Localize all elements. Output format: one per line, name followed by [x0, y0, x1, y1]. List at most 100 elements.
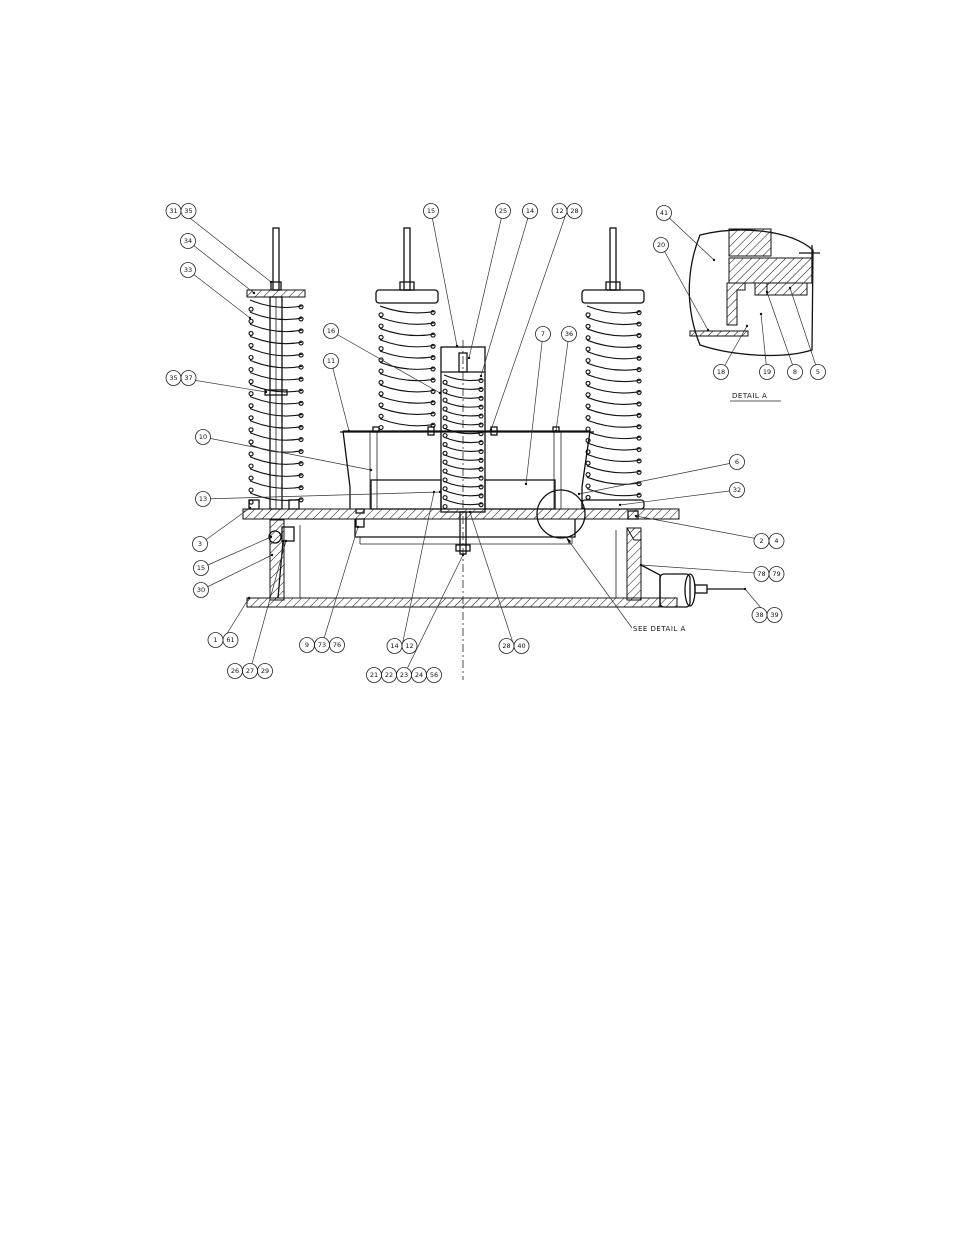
leader-line [620, 490, 737, 505]
balloon-number: 13 [199, 495, 207, 503]
balloon-number: 6 [735, 458, 739, 466]
leader-arrowhead [619, 504, 621, 506]
leader-line [188, 241, 254, 293]
balloon-number: 25 [499, 207, 507, 215]
balloon-number: 16 [327, 327, 335, 335]
leader-arrowhead [253, 292, 255, 294]
balloon-number: 7 [541, 330, 545, 338]
balloon-number: 78 [757, 570, 765, 578]
leader-line [331, 361, 349, 431]
balloon-number: 22 [385, 671, 393, 679]
leader-arrowhead [357, 526, 359, 528]
leader-arrowhead [635, 515, 637, 517]
leader-line [556, 334, 569, 431]
leader-arrowhead [370, 469, 372, 471]
item-balloon-19: 19 [760, 365, 775, 380]
balloon-number: 11 [327, 357, 335, 365]
left-spring-assembly [247, 228, 305, 598]
leader-arrowhead [433, 491, 435, 493]
item-balloon-21-22-23-24-56: 2122232456 [367, 668, 442, 683]
leader-arrowhead [766, 291, 768, 293]
leader-line [641, 565, 769, 574]
leader-line [491, 211, 567, 430]
item-balloon-9-73-76: 97376 [300, 638, 345, 653]
balloon-number: 56 [430, 671, 438, 679]
leader-line [469, 211, 503, 358]
leader-arrowhead [468, 357, 470, 359]
leader-line [404, 555, 463, 675]
balloon-number: 14 [390, 642, 398, 650]
balloon-number: 34 [184, 237, 192, 245]
leader-line [767, 292, 795, 372]
leader-arrowhead [248, 597, 250, 599]
balloon-number: 27 [246, 667, 254, 675]
balloon-number: 3 [198, 540, 202, 548]
leader-arrowhead [285, 540, 287, 542]
balloon-number: 19 [763, 368, 771, 376]
item-balloon-8: 8 [788, 365, 803, 380]
balloon-number: 30 [197, 586, 205, 594]
balloon-number: 29 [261, 667, 269, 675]
leader-arrowhead [439, 392, 441, 394]
leader-arrowhead [456, 345, 458, 347]
leader-arrowhead [746, 325, 748, 327]
main-plate [243, 509, 679, 544]
balloon-number: 31 [169, 207, 177, 215]
item-balloon-3: 3 [193, 537, 208, 552]
item-balloon-78-79: 7879 [754, 567, 784, 582]
leader-arrowhead [469, 511, 471, 513]
leader-arrowhead [348, 430, 350, 432]
middle-spring-assembly [376, 228, 438, 429]
leader-arrowhead [439, 491, 441, 493]
item-balloon-14: 14 [523, 204, 538, 219]
balloon-number: 73 [318, 641, 326, 649]
item-balloon-36: 36 [562, 327, 577, 342]
balloon-number: 40 [517, 642, 525, 650]
balloon-number: 35 [184, 207, 192, 215]
item-balloon-28-40: 28 40 [499, 639, 529, 654]
leader-line [481, 211, 530, 376]
leader-arrowhead [744, 588, 746, 590]
item-balloon-15: 15 [194, 561, 209, 576]
leader-arrowhead [578, 493, 580, 495]
leader-line [661, 245, 708, 330]
leader-line [431, 211, 457, 346]
item-balloon-12-28: 1228 [552, 204, 582, 219]
leader-line [322, 527, 358, 645]
leader-line [201, 537, 271, 568]
item-balloon-41: 41 [657, 206, 672, 221]
item-balloon-38-39: 3839 [752, 608, 782, 623]
leader-arrowhead [555, 430, 557, 432]
leader-arrowhead [490, 429, 492, 431]
item-balloon-14-12: 14 12 [387, 639, 417, 654]
leader-line [579, 462, 737, 494]
item-balloon-25: 25 [496, 204, 511, 219]
balloon-number: 28 [570, 207, 578, 215]
leader-line [664, 213, 714, 260]
item-balloon-15: 15 [424, 204, 439, 219]
item-balloon-31-35: 31 35 [166, 204, 196, 219]
balloon-number: 32 [733, 486, 741, 494]
item-balloon-20: 20 [654, 238, 669, 253]
leader-line [200, 508, 250, 544]
balloon-number: 12 [405, 642, 413, 650]
item-balloon-13: 13 [196, 492, 211, 507]
leader-arrowhead [270, 281, 272, 283]
leader-arrowhead [640, 564, 642, 566]
item-balloon-26-27-29: 26 27 29 [228, 664, 273, 679]
leader-line [470, 512, 514, 646]
leader-line [636, 516, 769, 541]
balloon-number: 41 [660, 209, 668, 217]
leader-line [203, 492, 440, 499]
balloon-number: 28 [502, 642, 510, 650]
balloon-number: 38 [755, 611, 763, 619]
balloon-number: 36 [565, 330, 573, 338]
right-spring-assembly [582, 228, 644, 519]
balloon-number: 76 [333, 641, 341, 649]
balloon-number: 2 [759, 537, 763, 545]
balloon-number: 26 [231, 667, 239, 675]
item-balloon-16: 16 [324, 324, 339, 339]
leader-arrowhead [270, 536, 272, 538]
